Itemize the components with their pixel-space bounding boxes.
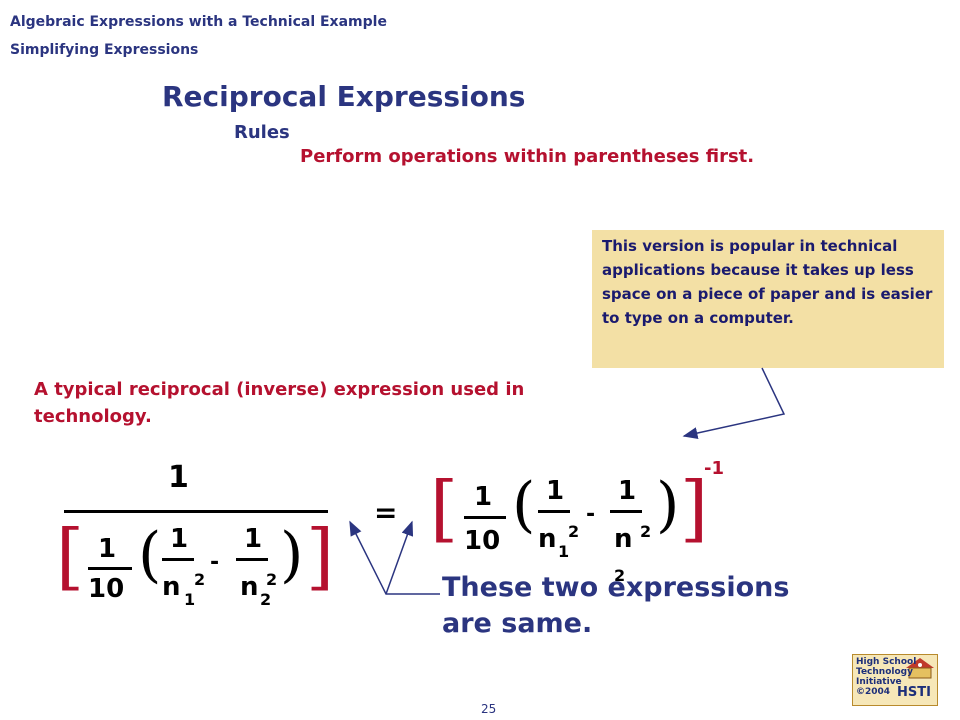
left-one-tenth-den: 10 [88,574,125,604]
logo-line-3: Initiative [856,677,902,687]
right-frac2-num: 1 [618,476,637,506]
right-close-paren: ) [656,470,680,540]
right-one-tenth-num: 1 [474,482,493,512]
left-frac2-n: n [240,572,259,602]
logo-line-4: ©2004 [856,687,891,697]
logo-line-1: High School [856,657,917,667]
left-frac1-n: n [162,572,181,602]
left-minus: - [210,550,220,575]
right-frac1-bar [538,510,570,513]
section-title: Simplifying Expressions [10,42,199,58]
right-frac1-sub: 1 [558,542,570,561]
same-arrow-left [349,520,440,595]
left-close-paren: ) [280,520,304,590]
left-frac2-num: 1 [244,524,263,554]
conclusion-text: These two expressions are same. [442,572,790,639]
note-pointer-arrow [682,367,786,439]
note-box: This version is popular in technical app… [592,230,944,368]
left-one-tenth-bar [88,567,132,570]
left-open-paren: ( [138,520,162,590]
schoolhouse-icon [906,658,934,679]
course-title: Algebraic Expressions with a Technical E… [10,14,387,30]
left-main-fraction-bar [64,510,328,513]
left-frac1-bar [162,558,194,561]
right-frac2-bar [610,510,642,513]
right-open-paren: ( [512,470,536,540]
right-one-tenth-den: 10 [464,526,501,556]
left-one-tenth-num: 1 [98,534,117,564]
right-exponent: -1 [704,458,724,479]
right-open-bracket: [ [430,466,459,550]
same-arrow-right [385,520,414,595]
right-frac2-sq: 2 [640,522,652,541]
right-frac1-num: 1 [546,476,565,506]
left-close-bracket: ] [306,514,335,598]
left-frac1-sq: 2 [194,570,206,589]
right-close-bracket: ] [680,466,709,550]
hsti-logo: High School Technology Initiative ©2004 … [852,654,938,706]
right-one-tenth-bar [464,516,506,519]
logo-line-2: Technology [856,667,913,677]
left-frac2-bar [236,558,268,561]
left-open-bracket: [ [56,514,85,598]
right-minus: - [586,502,596,527]
caption-text: A typical reciprocal (inverse) expressio… [34,379,525,427]
left-frac1-sub: 1 [184,590,196,609]
right-frac1-sq: 2 [568,522,580,541]
left-frac2-sq: 2 [266,570,278,589]
right-frac2-n: n [614,524,633,554]
left-frac2-sub: 2 [260,590,272,609]
slide-subtitle: Rules [234,122,290,143]
left-numerator: 1 [168,460,189,495]
slide-title: Reciprocal Expressions [162,80,526,113]
equals-sign: = [374,496,398,529]
right-frac2-sub: 2 [614,566,626,585]
right-frac1-n: n [538,524,557,554]
left-frac1-num: 1 [170,524,189,554]
page-number: 25 [481,702,497,716]
logo-mark: HSTI [897,685,931,700]
rule-text: Perform operations within parentheses fi… [300,146,755,167]
